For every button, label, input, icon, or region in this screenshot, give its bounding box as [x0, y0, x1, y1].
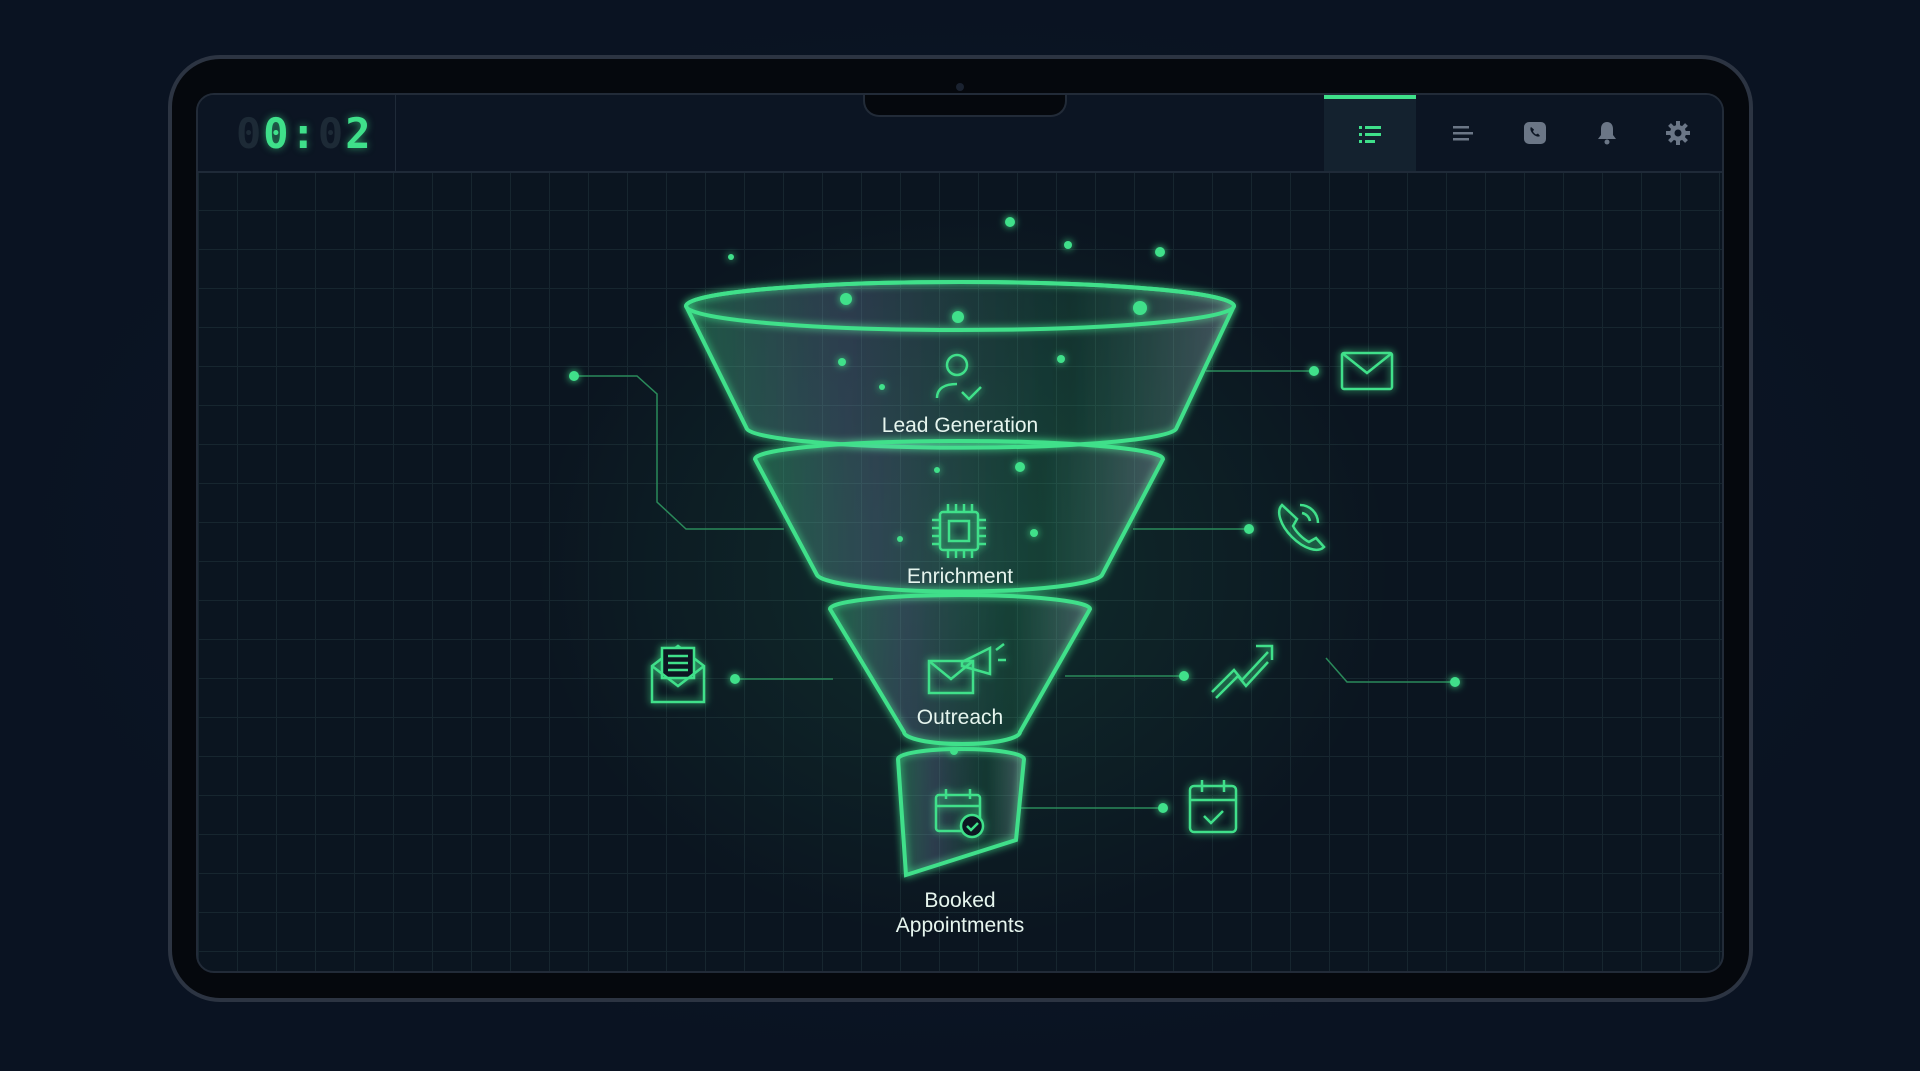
tab-list-view[interactable]: [1324, 95, 1416, 171]
tab-menu[interactable]: [1416, 95, 1508, 171]
funnel-stage-enrichment[interactable]: [752, 439, 1166, 594]
open-letter-icon[interactable]: [650, 644, 706, 704]
stage-label-lead-generation: Lead Generation: [882, 414, 1038, 437]
tab-settings[interactable]: [1632, 95, 1722, 171]
phone-icon[interactable]: [1278, 503, 1326, 551]
stage-label-outreach: Outreach: [917, 706, 1003, 729]
clock-digit: 2: [345, 109, 373, 158]
particles: [728, 217, 1165, 755]
stage-label-enrichment: Enrichment: [907, 565, 1013, 588]
connector-lines: [574, 370, 1455, 809]
gear-icon: [1666, 121, 1690, 145]
calendar-check-icon[interactable]: [1188, 780, 1238, 834]
user-check-icon: [935, 353, 982, 401]
camera-notch: [863, 95, 1067, 117]
funnel-stage-outreach[interactable]: [827, 593, 1093, 746]
top-bar: 00:02: [198, 95, 1722, 173]
connector-dots: [569, 366, 1460, 813]
clock-digit: 0: [317, 109, 346, 158]
phone-icon: [1524, 122, 1546, 144]
camera-icon: [956, 83, 964, 91]
tab-notifications[interactable]: [1561, 95, 1653, 171]
stage-label-booked: Booked: [924, 889, 995, 912]
chip-icon: [932, 504, 986, 558]
calendar-check-icon: [934, 789, 985, 839]
mail-megaphone-icon: [927, 643, 1006, 695]
digital-clock: 00:02: [236, 109, 372, 158]
trend-up-icon[interactable]: [1211, 644, 1274, 699]
clock-colon: :: [290, 109, 318, 158]
list-icon: [1359, 126, 1381, 143]
clock-panel: 00:02: [198, 95, 396, 171]
funnel-stage-booked[interactable]: [895, 747, 1027, 878]
stage-label-appointments: Appointments: [896, 914, 1024, 937]
bell-icon: [1598, 122, 1616, 145]
clock-digit: 0: [263, 109, 291, 158]
funnel-rim: [684, 280, 1236, 332]
clock-digit: 0: [236, 109, 264, 158]
tab-phone[interactable]: [1489, 95, 1581, 171]
menu-lines-icon: [1453, 126, 1473, 141]
envelope-icon[interactable]: [1340, 351, 1394, 391]
